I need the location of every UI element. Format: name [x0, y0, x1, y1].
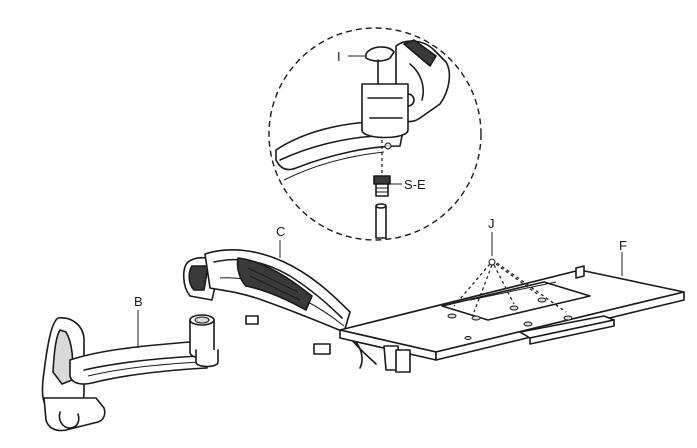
label-c: C [276, 224, 285, 239]
label-i: I [337, 49, 341, 64]
keyboard-platform [339, 265, 685, 373]
label-f: F [619, 238, 627, 253]
label-b: B [134, 294, 143, 309]
wall-arm-assembly [41, 314, 219, 432]
label-j: J [488, 216, 495, 231]
label-s-e: S-E [404, 177, 426, 192]
detail-view [268, 27, 482, 241]
callout-j-leaders [453, 232, 567, 313]
gas-spring-arm [182, 249, 377, 365]
